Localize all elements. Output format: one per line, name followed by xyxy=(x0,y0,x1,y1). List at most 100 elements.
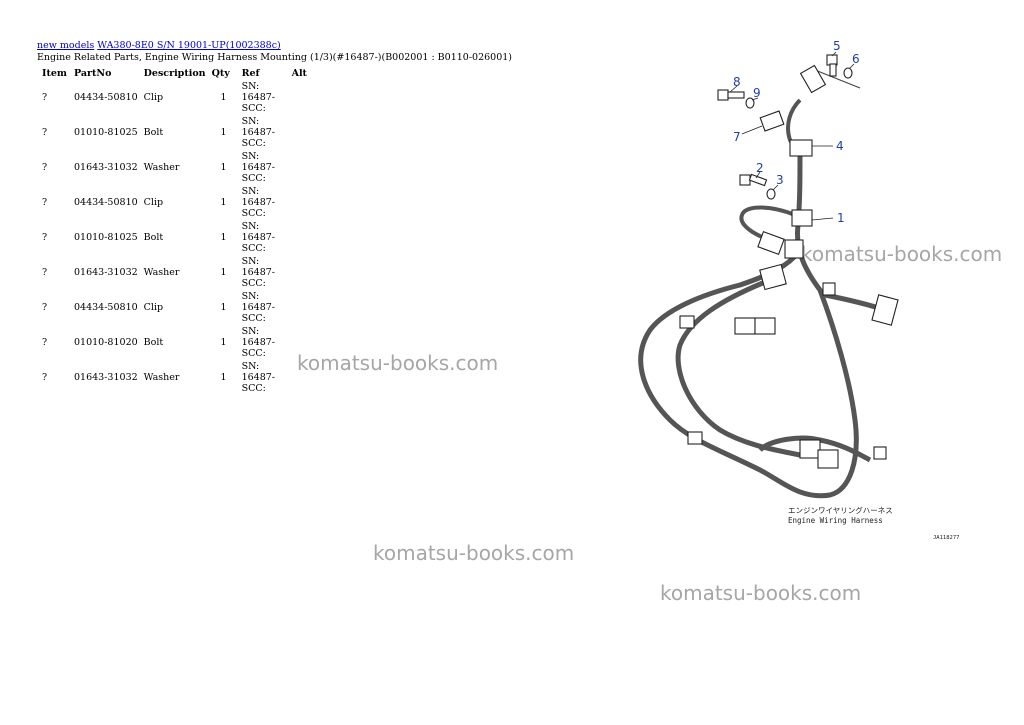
breadcrumb-link-new-models[interactable]: new models xyxy=(37,40,95,51)
cell-ref: SN: 16487-SCC: xyxy=(241,256,276,289)
breadcrumb: new models WA380-8E0 S/N 19001-UP(100238… xyxy=(37,40,281,52)
cell-qty: 1 xyxy=(220,127,227,138)
clip xyxy=(759,110,785,132)
parts-table: Item PartNo Description Qty Ref Alt ? 044… xyxy=(37,66,315,395)
cell-item: ? xyxy=(42,302,48,313)
cell-description: Bolt xyxy=(143,232,164,243)
header-ref: Ref xyxy=(241,67,260,79)
cell-ref: SN: 16487-SCC: xyxy=(241,221,276,254)
cell-ref: SN: 16487-SCC: xyxy=(241,186,276,219)
cell-description: Clip xyxy=(143,302,164,313)
cell-ref: SN: 16487-SCC: xyxy=(241,81,276,114)
cell-qty: 1 xyxy=(220,162,227,173)
table-row: ? 01010-81020 Bolt 1 SN: 16487-SCC: xyxy=(37,325,315,360)
bolt-5 xyxy=(826,54,838,77)
callout-9: 9 xyxy=(753,86,761,100)
cell-partno: 01643-31032 xyxy=(74,267,138,278)
callout-6: 6 xyxy=(852,52,860,66)
clip xyxy=(789,139,813,157)
clip xyxy=(873,446,887,460)
cell-item: ? xyxy=(42,92,48,103)
breadcrumb-link-model[interactable]: WA380-8E0 S/N 19001-UP(1002388c) xyxy=(97,40,281,51)
connector xyxy=(817,449,839,469)
connector xyxy=(754,317,776,335)
clip xyxy=(679,315,695,329)
table-row: ? 01643-31032 Washer 1 SN: 16487-SCC: xyxy=(37,360,315,395)
cell-qty: 1 xyxy=(220,337,227,348)
watermark-4: komatsu-books.com xyxy=(660,581,862,605)
connector xyxy=(757,231,785,255)
callout-1: 1 xyxy=(837,211,845,225)
connector xyxy=(759,263,787,291)
table-header-row: Item PartNo Description Qty Ref Alt xyxy=(37,66,315,80)
cell-description: Bolt xyxy=(143,337,164,348)
cell-alt xyxy=(289,115,315,150)
connector xyxy=(799,439,821,459)
harness-upper-line xyxy=(814,69,861,89)
cell-qty: 1 xyxy=(220,267,227,278)
connector xyxy=(871,294,899,326)
cell-alt xyxy=(289,150,315,185)
cell-description: Washer xyxy=(143,162,180,173)
cell-description: Washer xyxy=(143,372,180,383)
cell-partno: 01010-81020 xyxy=(74,337,138,348)
header-partno: PartNo xyxy=(74,67,112,79)
cell-alt xyxy=(289,255,315,290)
cell-item: ? xyxy=(42,232,48,243)
cell-partno: 04434-50810 xyxy=(74,197,138,208)
header-qty: Qty xyxy=(211,67,230,79)
watermark-3: komatsu-books.com xyxy=(373,541,575,565)
cell-alt xyxy=(289,220,315,255)
cell-item: ? xyxy=(42,337,48,348)
harness-branch-top xyxy=(739,205,796,242)
harness-diagram: 1 2 3 4 5 6 7 8 9 エンジンワイヤリングハーネス Engine … xyxy=(638,39,960,541)
caption-en: Engine Wiring Harness xyxy=(788,516,883,525)
cell-qty: 1 xyxy=(220,372,227,383)
cell-qty: 1 xyxy=(220,197,227,208)
cell-description: Washer xyxy=(143,267,180,278)
washer-9 xyxy=(745,97,755,109)
cell-ref: SN: 16487-SCC: xyxy=(241,116,276,149)
figure-id: JA118277 xyxy=(933,535,960,541)
bolt-2 xyxy=(739,173,768,187)
cell-item: ? xyxy=(42,127,48,138)
cell-alt xyxy=(289,185,315,220)
cell-item: ? xyxy=(42,267,48,278)
callout-7: 7 xyxy=(733,130,741,144)
clip xyxy=(822,282,836,296)
cell-item: ? xyxy=(42,372,48,383)
cell-alt xyxy=(289,290,315,325)
callout-3: 3 xyxy=(776,173,784,187)
cell-ref: SN: 16487-SCC: xyxy=(241,291,276,324)
harness-cable xyxy=(638,149,859,499)
callout-5: 5 xyxy=(833,39,841,53)
cell-partno: 04434-50810 xyxy=(74,92,138,103)
callout-2: 2 xyxy=(756,161,764,175)
callout-4: 4 xyxy=(836,139,844,153)
cell-ref: SN: 16487-SCC: xyxy=(241,151,276,184)
cell-partno: 01643-31032 xyxy=(74,372,138,383)
cell-partno: 01010-81025 xyxy=(74,127,138,138)
bolt-8 xyxy=(717,89,745,101)
table-row: ? 01643-31032 Washer 1 SN: 16487-SCC: xyxy=(37,255,315,290)
clip xyxy=(791,209,813,227)
cell-item: ? xyxy=(42,197,48,208)
washer-3 xyxy=(766,188,776,200)
cell-alt xyxy=(289,80,315,115)
cell-ref: SN: 16487-SCC: xyxy=(241,361,276,394)
leader-lines xyxy=(729,51,855,221)
cell-qty: 1 xyxy=(220,92,227,103)
harness-branch-left xyxy=(675,277,801,458)
callout-8: 8 xyxy=(733,75,741,89)
cell-qty: 1 xyxy=(220,302,227,313)
washer-6 xyxy=(843,67,853,79)
connector xyxy=(734,317,756,335)
cell-ref: SN: 16487-SCC: xyxy=(241,326,276,359)
page-subtitle: Engine Related Parts, Engine Wiring Harn… xyxy=(37,52,513,63)
